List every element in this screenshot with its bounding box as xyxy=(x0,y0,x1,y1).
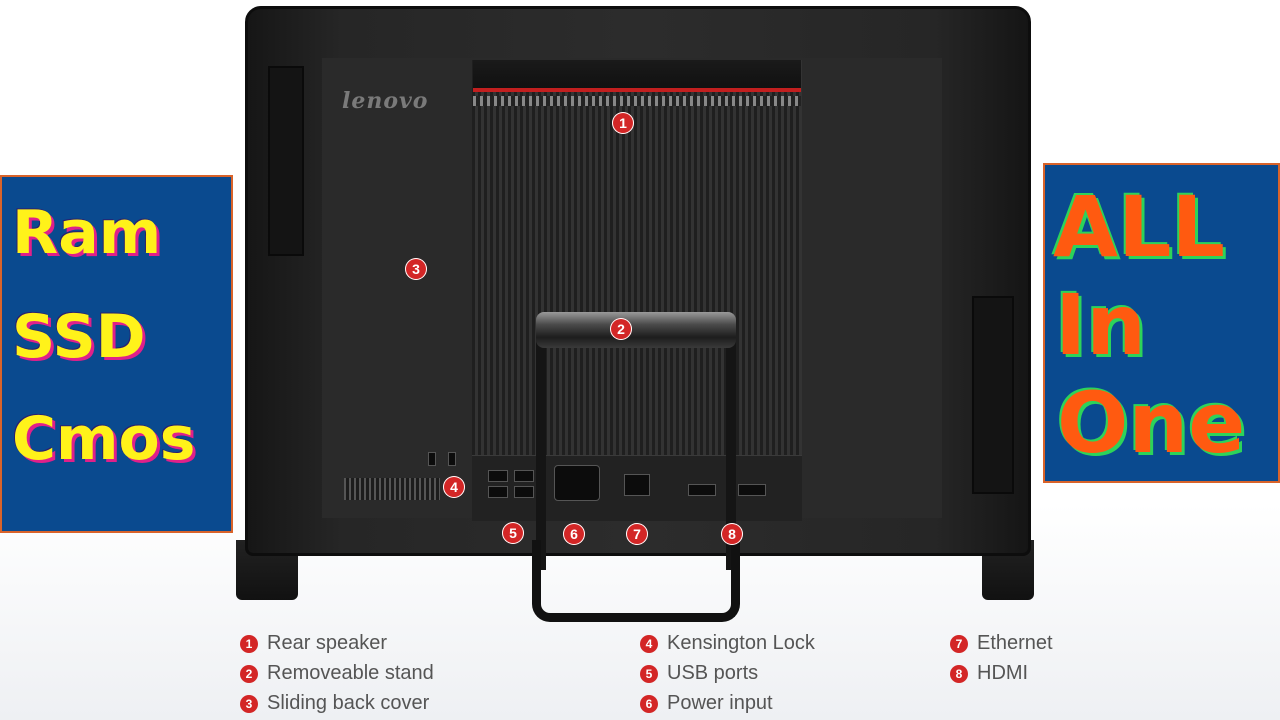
callout-4: 4 xyxy=(443,476,465,498)
usb-port xyxy=(488,470,508,482)
callout-1: 1 xyxy=(612,112,634,134)
usb-port xyxy=(514,486,534,498)
callout-8: 8 xyxy=(721,523,743,545)
legend-item: 8 HDMI xyxy=(950,662,1028,685)
lower-left-vent xyxy=(344,478,440,500)
legend-label: Rear speaker xyxy=(267,632,388,654)
hdmi-port xyxy=(738,484,766,496)
legend-item: 6 Power input xyxy=(640,692,773,715)
kensington-slot xyxy=(428,452,436,466)
title-word-in: In xyxy=(1055,276,1147,374)
legend-label: Removeable stand xyxy=(267,662,434,684)
stand-base-loop xyxy=(532,540,740,622)
legend-label: Kensington Lock xyxy=(667,632,815,654)
title-word-ram: Ram xyxy=(12,198,162,268)
hdmi-port xyxy=(688,484,716,496)
stand-arm-left xyxy=(536,340,546,570)
title-word-cmos: Cmos xyxy=(12,404,196,474)
left-title-panel: Ram SSD Cmos xyxy=(0,175,233,533)
legend-item: 7 Ethernet xyxy=(950,632,1053,655)
legend-number: 7 xyxy=(950,634,968,653)
callout-3: 3 xyxy=(405,258,427,280)
side-handle-left xyxy=(268,66,304,256)
legend-item: 1 Rear speaker xyxy=(240,632,387,655)
legend-item: 5 USB ports xyxy=(640,662,758,685)
legend-item: 4 Kensington Lock xyxy=(640,632,815,655)
usb-port xyxy=(488,486,508,498)
top-handle-bar xyxy=(473,60,801,92)
side-handle-right xyxy=(972,296,1014,494)
title-word-all: ALL xyxy=(1053,178,1226,276)
legend-number: 2 xyxy=(240,664,258,683)
title-word-one: One xyxy=(1057,374,1246,472)
legend-number: 8 xyxy=(950,664,968,683)
callout-7: 7 xyxy=(626,523,648,545)
legend-item: 3 Sliding back cover xyxy=(240,692,429,715)
rear-speaker-grille xyxy=(472,60,802,520)
lenovo-logo: lenovo xyxy=(342,88,429,114)
legend-label: Ethernet xyxy=(977,632,1053,654)
legend-number: 4 xyxy=(640,634,658,653)
legend-item: 2 Removeable stand xyxy=(240,662,434,685)
legend-label: HDMI xyxy=(977,662,1029,684)
legend-number: 3 xyxy=(240,694,258,713)
legend-number: 1 xyxy=(240,634,258,653)
legend-label: Sliding back cover xyxy=(267,692,430,714)
legend-number: 6 xyxy=(640,694,658,713)
legend-number: 5 xyxy=(640,664,658,683)
callout-5: 5 xyxy=(502,522,524,544)
callout-2: 2 xyxy=(610,318,632,340)
stand-arm-right xyxy=(726,340,736,570)
speaker-vent-row xyxy=(473,96,801,106)
ethernet-port xyxy=(624,474,650,496)
title-word-ssd: SSD xyxy=(12,302,146,372)
power-input-port xyxy=(554,465,600,501)
usb-port xyxy=(514,470,534,482)
stand-hinge-bar xyxy=(536,312,736,348)
right-title-panel: ALL In One xyxy=(1043,163,1280,483)
callout-6: 6 xyxy=(563,523,585,545)
legend-label: USB ports xyxy=(667,662,759,684)
legend-label: Power input xyxy=(667,692,773,714)
kensington-slot-2 xyxy=(448,452,456,466)
